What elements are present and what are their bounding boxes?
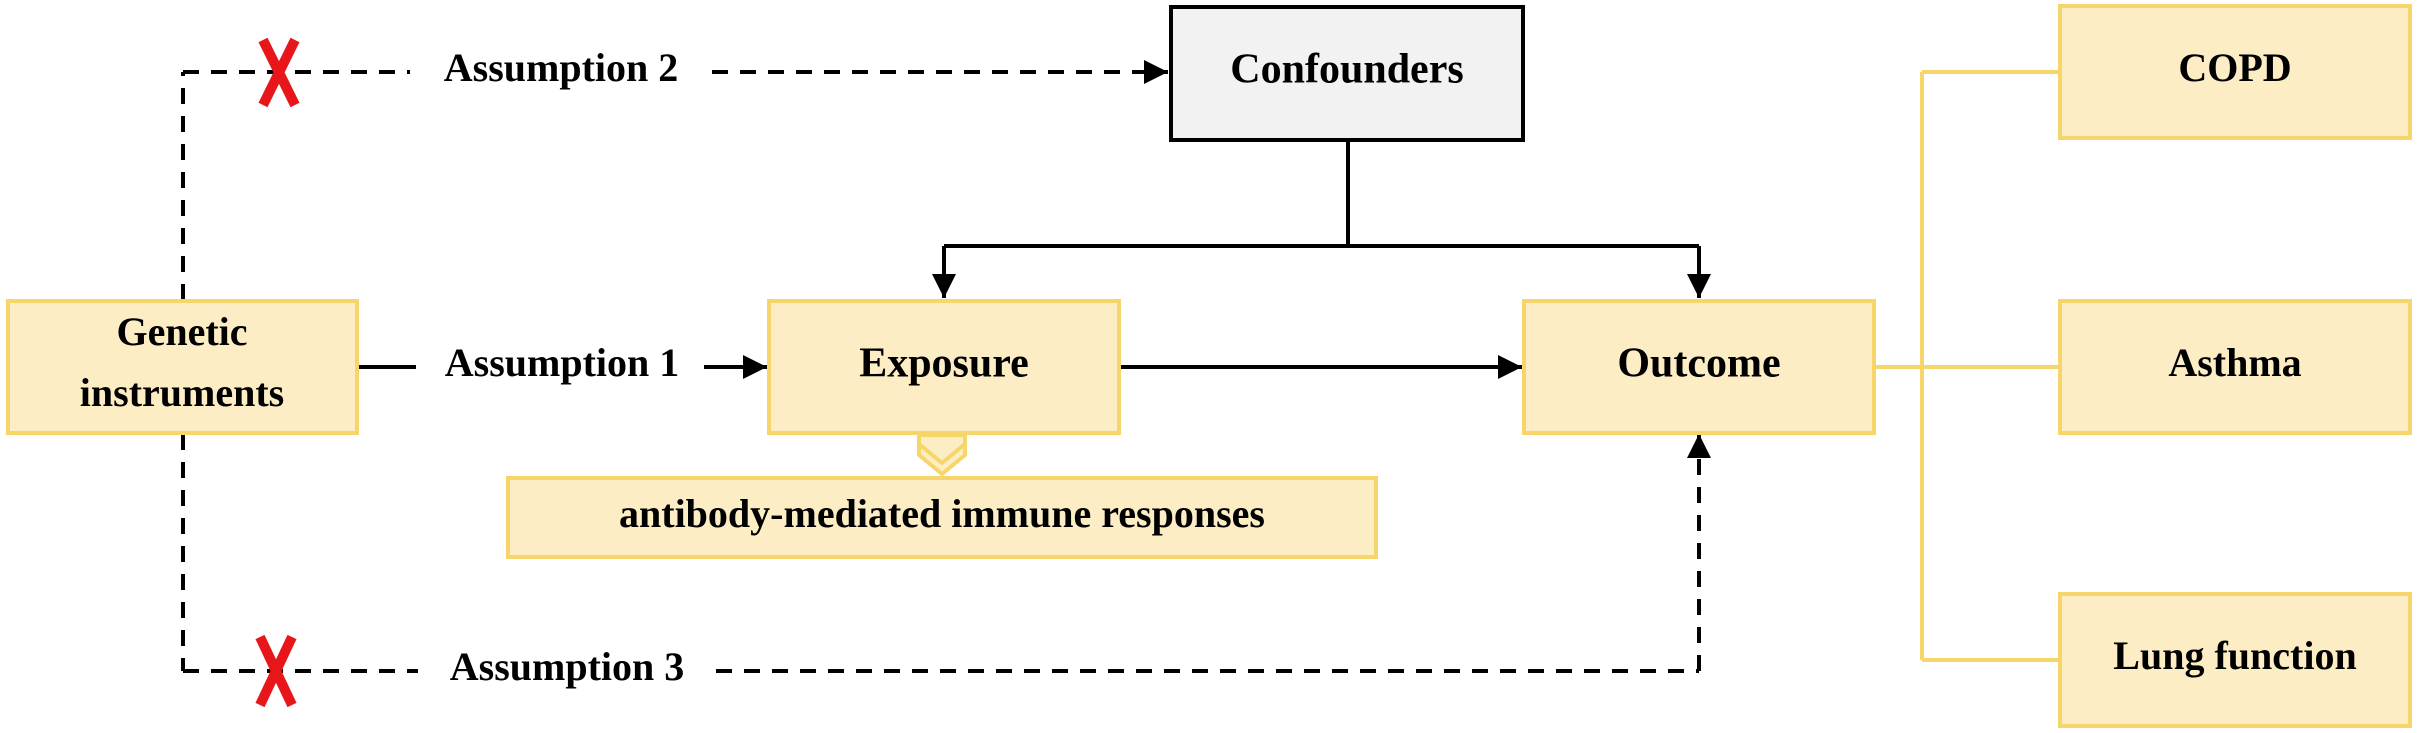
- assumption1-label: Assumption 1: [445, 340, 680, 385]
- outcome-branch-connector: [1874, 70, 2060, 662]
- lung-function-box: [2058, 592, 2412, 728]
- genetic-instruments-label-line2: instruments: [80, 370, 284, 415]
- assumption2-label: Assumption 2: [444, 45, 679, 90]
- outcome-label: Outcome: [1617, 341, 1780, 387]
- solid-paths: [357, 140, 1711, 379]
- assumption2-path: [181, 60, 1168, 300]
- exposure-detail-box: [506, 476, 1378, 559]
- exposure-label: Exposure: [859, 341, 1029, 387]
- exposure-detail-chevron-icon: [917, 433, 967, 476]
- outcome-box: [1522, 299, 1876, 435]
- copd-label: COPD: [2178, 45, 2291, 90]
- confounders-label: Confounders: [1230, 47, 1463, 93]
- copd-box: [2058, 4, 2412, 140]
- asthma-box: [2058, 299, 2412, 435]
- exposure-detail-label: antibody-mediated immune responses: [619, 491, 1265, 536]
- lung-function-label: Lung function: [2113, 633, 2356, 678]
- confounders-box: [1169, 5, 1525, 142]
- red-x-icon: [255, 634, 297, 708]
- genetic-instruments-box: [6, 299, 359, 435]
- assumption3-label: Assumption 3: [450, 644, 685, 689]
- assumption3-path: [181, 434, 1711, 673]
- genetic-instruments-label-line1: Genetic: [116, 309, 247, 354]
- red-x-icon: [258, 37, 300, 108]
- asthma-label: Asthma: [2168, 340, 2301, 385]
